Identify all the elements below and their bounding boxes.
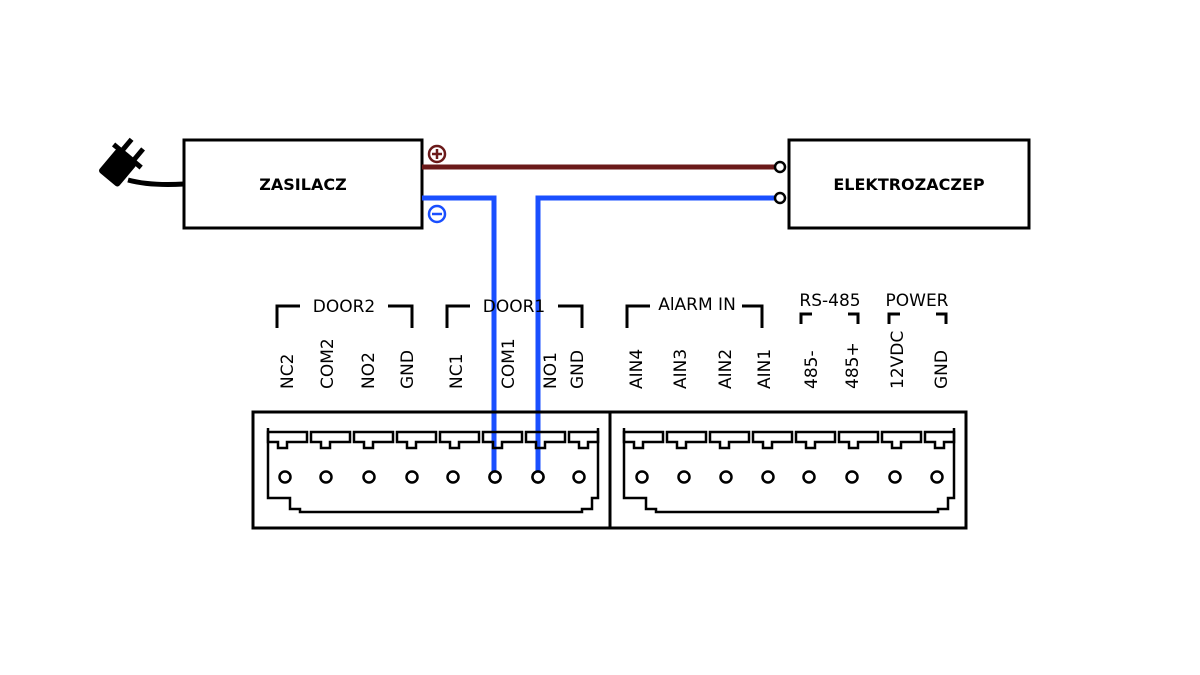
pin-label: COM2: [318, 338, 338, 389]
pin-label: 485-: [802, 350, 822, 389]
lock-terminal-positive: [773, 160, 787, 174]
terminal-holes: [635, 470, 944, 484]
lock-wire-to-no1: [535, 195, 779, 476]
pin-label: NO2: [359, 352, 379, 389]
pin-label: GND: [568, 350, 588, 389]
pin-label: 12VDC: [888, 331, 908, 389]
wires: [422, 160, 787, 476]
power-plug-icon: [99, 137, 185, 187]
pin-labels: NC2 COM2 NO2 GND NC1 COM1 NO1 GND AIN4 A…: [278, 331, 952, 389]
group-labels: DOOR2 DOOR1 AlARM IN RS-485 POWER: [313, 291, 949, 317]
electric-strike-label: ELEKTROZACZEP: [833, 175, 985, 194]
pin-label: GND: [398, 350, 418, 389]
pin-label: AIN3: [671, 349, 691, 389]
group-label-door1: DOOR1: [483, 297, 545, 317]
group-label-alarm-in: AlARM IN: [658, 295, 736, 315]
pin-label: AIN4: [627, 349, 647, 389]
group-label-door2: DOOR2: [313, 297, 375, 317]
terminal-latches: [266, 430, 600, 450]
pin-label: NO1: [541, 352, 561, 389]
minus-polarity-icon: [427, 204, 447, 224]
pin-label: AIN2: [716, 349, 736, 389]
negative-wire-to-com1: [422, 195, 497, 476]
group-label-rs485: RS-485: [799, 291, 860, 311]
group-label-power: POWER: [886, 291, 949, 311]
group-brackets: [275, 304, 948, 328]
pin-label: 485+: [843, 342, 863, 389]
power-supply-box: ZASILACZ: [182, 138, 424, 230]
terminal-latches: [622, 430, 956, 450]
terminal-block-left: [251, 410, 612, 530]
pin-label: COM1: [499, 338, 519, 389]
pin-label: NC2: [278, 354, 298, 389]
wire-terminations: [488, 470, 545, 484]
pin-label: GND: [932, 350, 952, 389]
lock-terminal-negative: [773, 191, 787, 205]
pin-label: NC1: [447, 354, 467, 389]
power-supply-label: ZASILACZ: [259, 175, 346, 194]
electric-strike-box: ELEKTROZACZEP: [787, 138, 1031, 230]
terminal-block-right: [608, 410, 968, 530]
plus-polarity-icon: [427, 144, 447, 164]
pin-label: AIN1: [755, 349, 775, 389]
